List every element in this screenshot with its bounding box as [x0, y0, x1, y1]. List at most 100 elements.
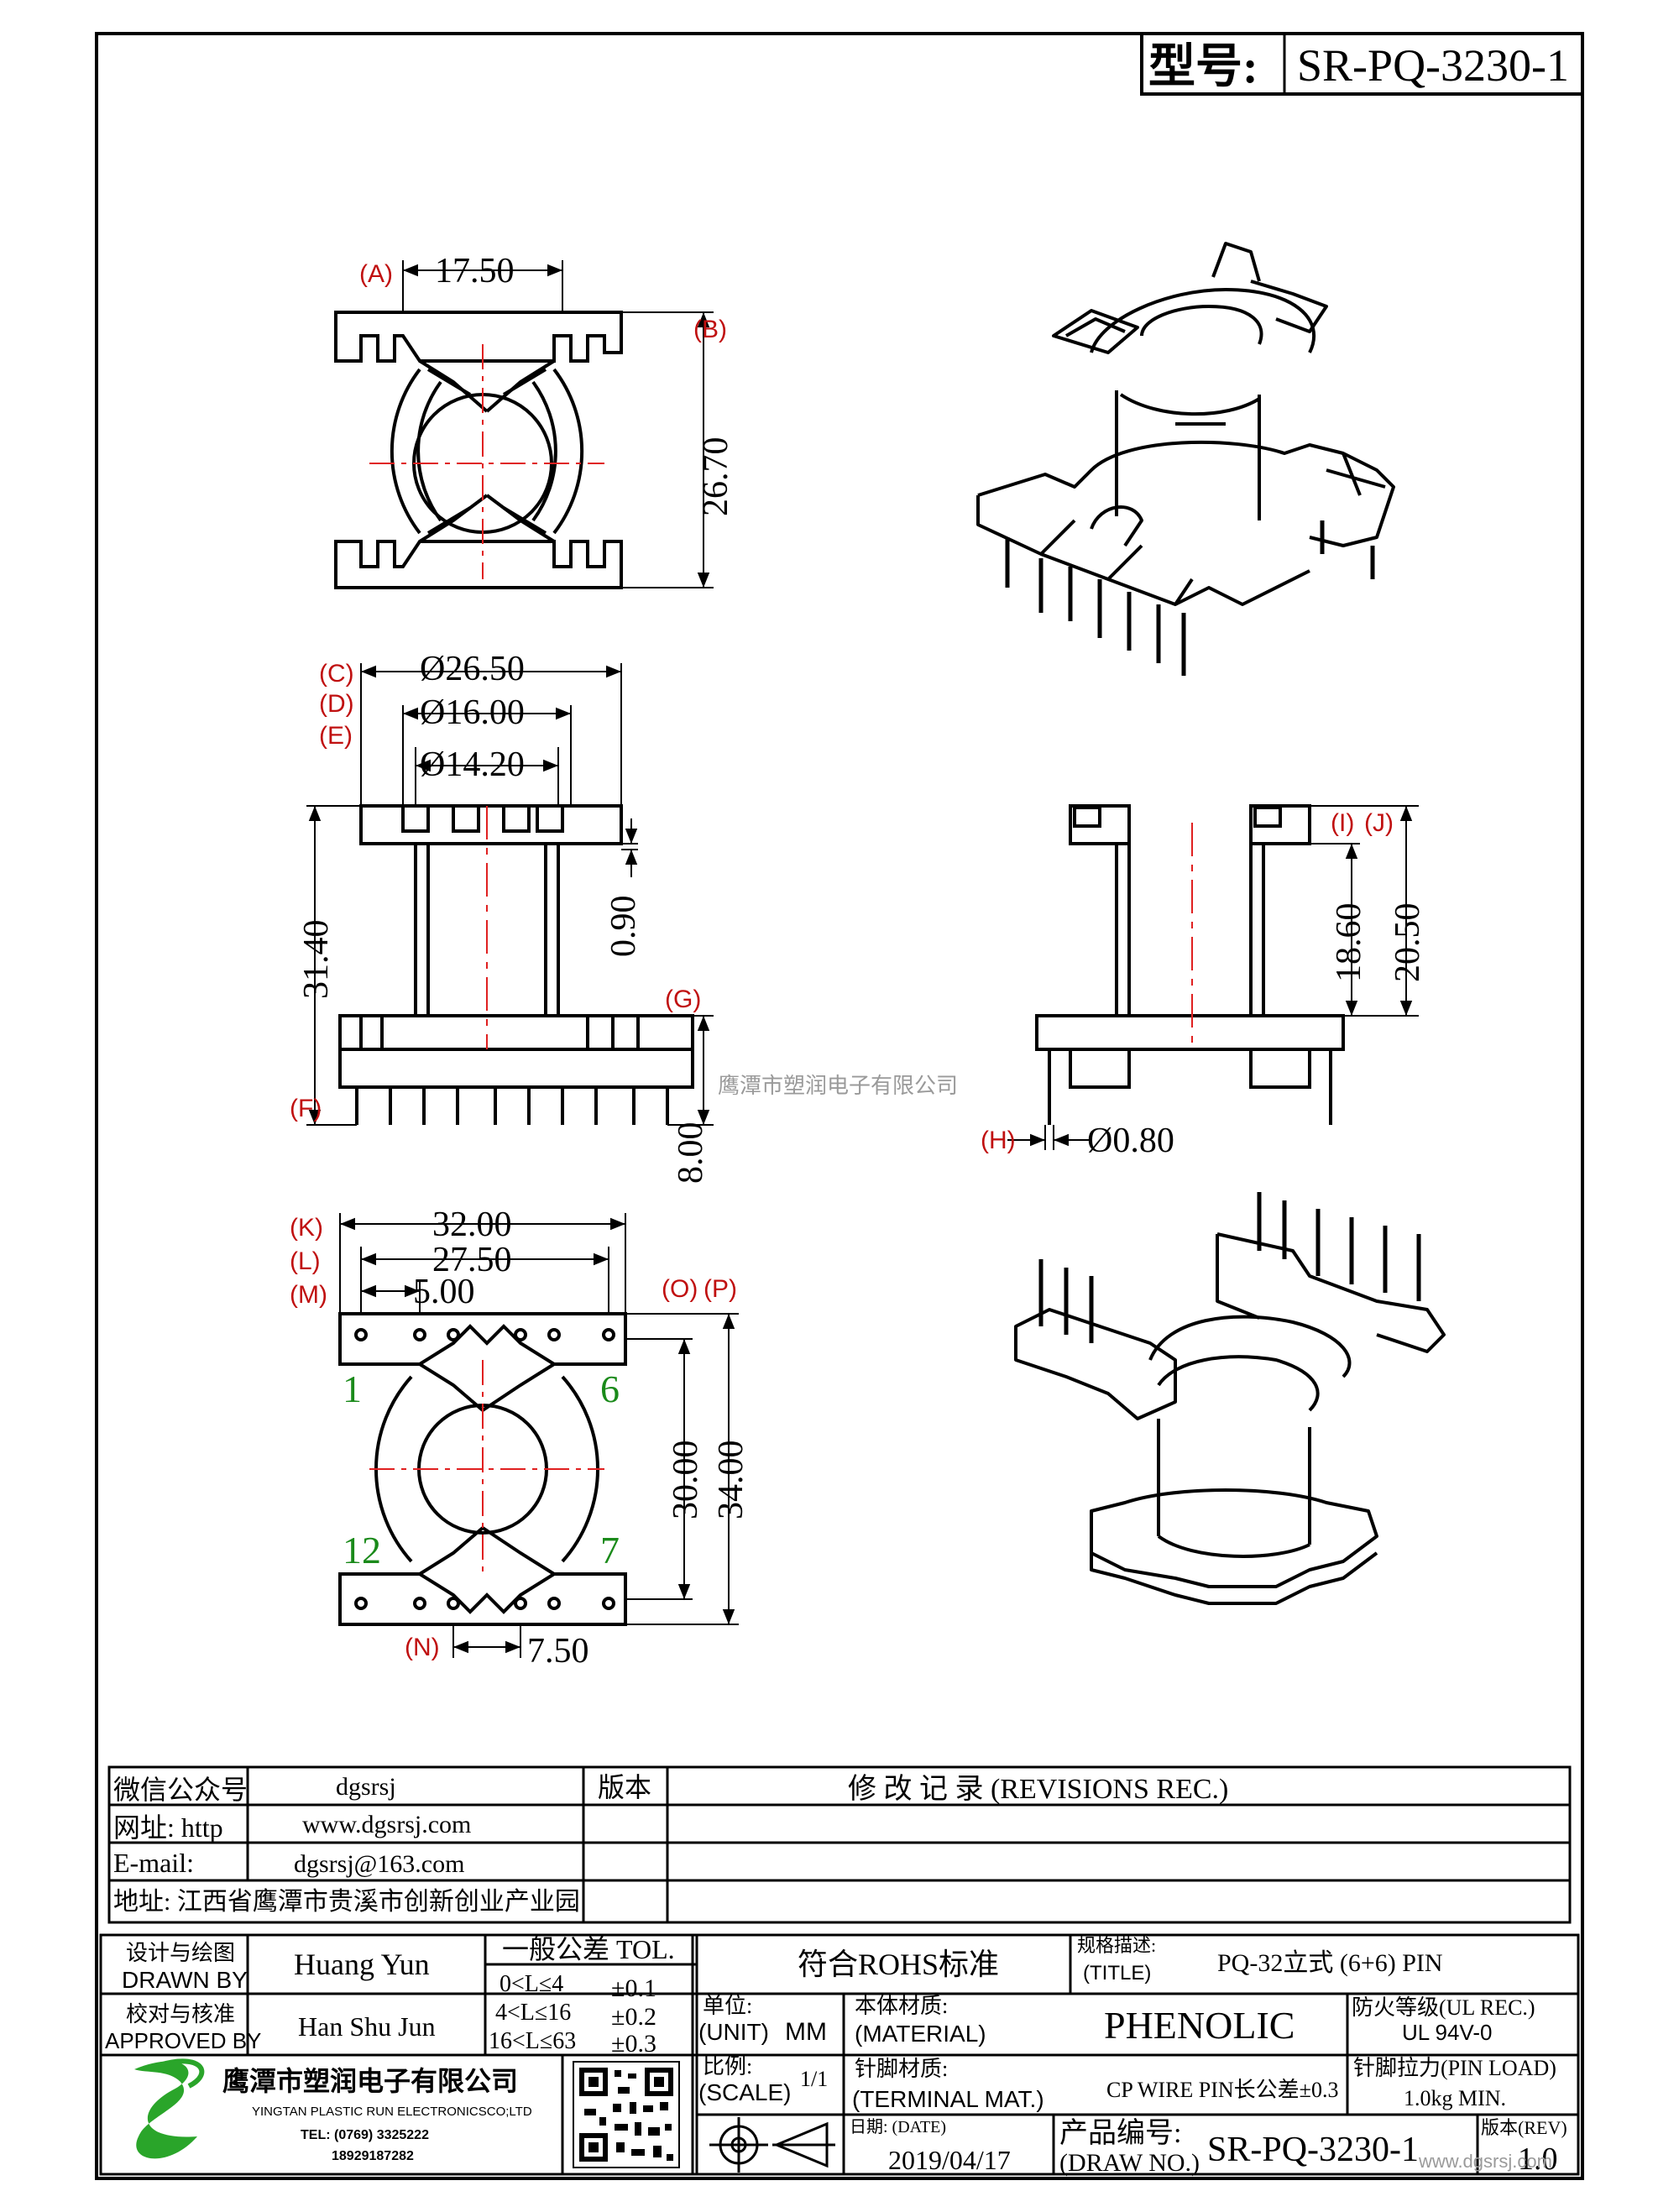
- draw-no-value: SR-PQ-3230-1: [1207, 2131, 1419, 2169]
- side-view: [1035, 804, 1345, 1125]
- approved-by-name: Han Shu Jun: [298, 2011, 436, 2042]
- dim-tag-m: (M): [290, 1281, 327, 1309]
- dim-27-50: 27.50: [432, 1241, 512, 1279]
- dim-18-60: 18.60: [1330, 903, 1368, 983]
- spec-en: (TITLE): [1083, 1962, 1151, 1985]
- terminal-en: (TERMINAL MAT.): [852, 2086, 1044, 2112]
- dim-31-40: 31.40: [297, 920, 336, 1000]
- date-label: 日期: (DATE): [850, 2118, 946, 2136]
- dim-26-50: Ø26.50: [420, 650, 525, 688]
- dim-tag-l: (L): [290, 1247, 321, 1275]
- dim-tag-o: (O): [662, 1275, 698, 1303]
- top-view-centerlines: [369, 344, 604, 579]
- date-value: 2019/04/17: [888, 2145, 1011, 2175]
- dim-0-80: Ø0.80: [1087, 1122, 1174, 1160]
- revision-version-label: 版本: [598, 1772, 651, 1802]
- bottom-view-dims: [339, 1213, 739, 1658]
- pin-load-value: 1.0kg MIN.: [1404, 2086, 1506, 2110]
- pin-number-12: 12: [343, 1529, 381, 1571]
- drawn-by-cn: 设计与绘图: [126, 1941, 235, 1965]
- model-header: 型号: SR-PQ-3230-1: [1140, 32, 1584, 96]
- pin-number-1: 1: [343, 1367, 362, 1410]
- dim-32-00: 32.00: [432, 1205, 512, 1244]
- iso-view-top: [976, 242, 1395, 676]
- approved-by-cn: 校对与核准: [126, 2002, 235, 2026]
- dim-26-70: 26.70: [697, 437, 735, 517]
- iso-view-bottom: [1014, 1192, 1446, 1605]
- dim-tag-g: (G): [665, 986, 701, 1013]
- unit-en: (UNIT): [698, 2019, 769, 2045]
- web-value: www.dgsrsj.com: [302, 1811, 471, 1838]
- dim-34-00: 34.00: [712, 1441, 751, 1520]
- scale-cn: 比例:: [703, 2054, 752, 2079]
- dim-tag-n: (N): [405, 1634, 440, 1661]
- approved-by-en: APPROVED BY: [105, 2028, 261, 2053]
- qr-code-icon: [573, 2061, 680, 2168]
- tolerance-range-1: 4<L≤16: [495, 2000, 571, 2026]
- dim-tag-a: (A): [359, 260, 393, 288]
- dim-20-50: 20.50: [1389, 903, 1427, 983]
- fire-rating-cn: 防火等级(UL REC.): [1352, 1995, 1535, 2020]
- logo-swoosh-icon: [134, 2061, 197, 2159]
- unit-value: MM: [785, 2018, 827, 2046]
- unit-cn: 单位:: [703, 1994, 752, 2018]
- tolerance-value-2: ±0.3: [611, 2030, 656, 2058]
- drawn-by-name: Huang Yun: [294, 1948, 430, 1981]
- drawn-by-en: DRAWN BY: [122, 1967, 248, 1993]
- top-view-dims: [402, 260, 714, 588]
- dim-tag-f: (F): [290, 1095, 322, 1122]
- tolerance-range-2: 16<L≤63: [489, 2028, 576, 2054]
- terminal-cn: 针脚材质:: [855, 2057, 948, 2081]
- revision-value: 1.0: [1518, 2141, 1558, 2177]
- spec-cn: 规格描述:: [1077, 1935, 1156, 1956]
- model-value: SR-PQ-3230-1: [1297, 40, 1569, 91]
- company-tel: TEL: (0769) 3325222: [301, 2128, 429, 2142]
- dim-tag-h: (H): [981, 1127, 1016, 1154]
- wechat-label: 微信公众号: [113, 1775, 248, 1805]
- title-block-grid: [99, 1933, 1580, 2176]
- sheet-border: [95, 32, 1584, 2180]
- fire-rating-value: UL 94V-0: [1402, 2020, 1492, 2045]
- wechat-value: dgsrsj: [336, 1773, 396, 1801]
- pin-number-7: 7: [600, 1529, 620, 1571]
- dim-0-90: 0.90: [604, 896, 643, 958]
- scale-value: 1/1: [800, 2067, 828, 2091]
- dim-8-00: 8.00: [672, 1122, 710, 1184]
- pin-load-cn: 针脚拉力(PIN LOAD): [1353, 2056, 1556, 2080]
- tolerance-value-0: ±0.1: [611, 1974, 656, 2002]
- tolerance-value-1: ±0.2: [611, 2003, 656, 2031]
- company-name-cn: 鹰潭市塑润电子有限公司: [222, 2066, 518, 2096]
- company-name-en: YINGTAN PLASTIC RUN ELECTRONICSCO;LTD: [252, 2105, 532, 2119]
- dim-tag-b: (B): [693, 316, 727, 343]
- draw-no-cn: 产品编号:: [1059, 2117, 1181, 2149]
- dim-tag-d: (D): [319, 690, 354, 718]
- revision-label: 版本(REV): [1481, 2117, 1567, 2138]
- side-view-dims: [1007, 805, 1419, 1150]
- dim-tag-j: (J): [1364, 809, 1394, 837]
- top-view: [334, 311, 623, 589]
- tolerance-range-0: 0<L≤4: [500, 1971, 563, 1997]
- bottom-view-centerlines: [369, 1360, 604, 1578]
- site-mark: www.dgsrsj.com: [1418, 2151, 1552, 2172]
- dim-tag-i: (I): [1331, 809, 1354, 837]
- address-text: 地址: 江西省鹰潭市贵溪市创新创业产业园: [113, 1888, 580, 1916]
- front-view: [338, 804, 694, 1125]
- email-label: E-mail:: [113, 1848, 194, 1878]
- email-value: dgsrsj@163.com: [294, 1850, 464, 1878]
- material-value: PHENOLIC: [1104, 2004, 1295, 2047]
- dim-16-00: Ø16.00: [420, 693, 525, 732]
- front-view-dims: [306, 663, 714, 1126]
- dim-30-00: 30.00: [667, 1441, 705, 1520]
- revisions-title: 修 改 记 录 (REVISIONS REC.): [848, 1773, 1228, 1805]
- model-label: 型号:: [1148, 41, 1258, 93]
- dim-tag-c: (C): [319, 660, 354, 688]
- dim-5-00: 5.00: [413, 1273, 475, 1311]
- dim-14-20: Ø14.20: [420, 745, 525, 784]
- web-label: 网址: http: [113, 1812, 223, 1843]
- company-logo: [134, 2058, 205, 2159]
- rohs-text: 符合ROHS标准: [798, 1948, 999, 1981]
- dim-tag-e: (E): [319, 722, 353, 750]
- contact-revisions-table: [107, 1765, 1572, 1924]
- dim-tag-k: (K): [290, 1214, 323, 1242]
